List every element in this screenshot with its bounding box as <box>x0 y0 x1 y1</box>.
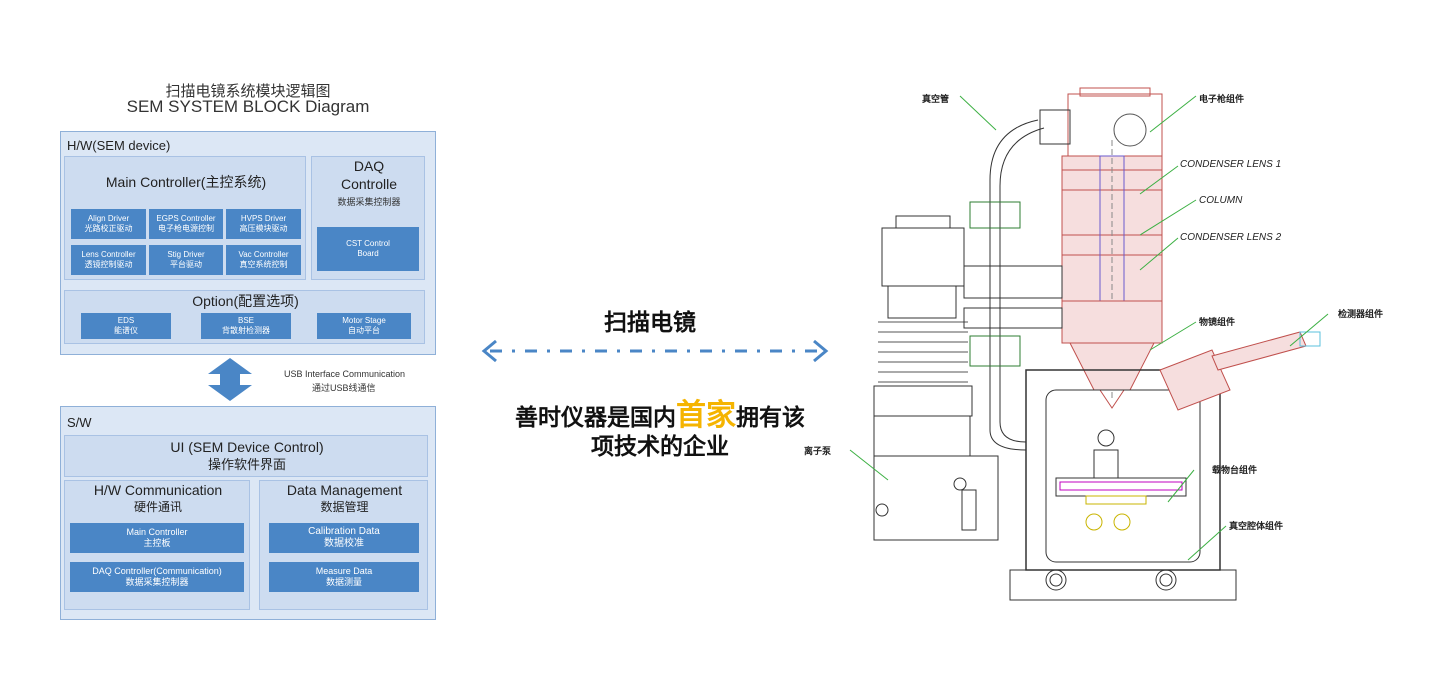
center-double-arrow <box>481 339 829 363</box>
label-stage: 载物台组件 <box>1212 465 1258 475</box>
daq-title-2: Controlle <box>340 176 398 192</box>
block-cn: 数据采集控制器 <box>125 577 189 587</box>
eds-block: EDS 能谱仪 <box>81 313 171 339</box>
label-objective: 物镜组件 <box>1199 317 1236 327</box>
block-cn: 能谱仪 <box>114 326 138 335</box>
stig-driver-block: Stig Driver 平台驱动 <box>149 245 223 275</box>
motor-stage-block: Motor Stage 自动平台 <box>317 313 411 339</box>
block-cn: 数据校准 <box>324 538 364 549</box>
block-cn: 主控板 <box>143 538 171 548</box>
block-en: Lens Controller <box>81 250 136 259</box>
block-en: Vac Controller <box>238 250 289 259</box>
sem-engineering-drawing <box>849 87 1329 601</box>
daq-panel: DAQ Controlle 数据采集控制器 CST Control Board <box>311 156 425 280</box>
egps-controller-block: EGPS Controller 电子枪电源控制 <box>149 209 223 239</box>
main-controller-title: Main Controller(主控系统) <box>105 174 267 190</box>
option-title: Option(配置选项) <box>192 293 299 309</box>
lens-controller-block: Lens Controller 透镜控制驱动 <box>71 245 146 275</box>
ui-title: UI (SEM Device Control) <box>170 439 324 455</box>
block-cn: 电子枪电源控制 <box>158 224 214 233</box>
measure-data-block: Measure Data 数据测量 <box>269 562 419 592</box>
block-en: Motor Stage <box>342 316 386 325</box>
daq-subtitle: 数据采集控制器 <box>337 197 401 207</box>
label-ion-pump: 离子泵 <box>804 446 832 456</box>
block-line1: CST Control <box>346 239 390 248</box>
label-vacuum-tube: 真空管 <box>922 94 950 104</box>
daq-title-1: DAQ <box>353 158 385 174</box>
data-mgmt-title: Data Management <box>286 482 403 498</box>
bse-block: BSE 背散射检测器 <box>201 313 291 339</box>
data-mgmt-subtitle: 数据管理 <box>320 500 369 514</box>
block-en: HVPS Driver <box>240 214 287 223</box>
hw-comm-subtitle: 硬件通讯 <box>133 500 182 514</box>
sw-section-label: S/W <box>67 415 92 430</box>
hw-comm-title: H/W Communication <box>93 482 223 498</box>
block-cn: 光路校正驱动 <box>84 224 133 233</box>
option-panel: Option(配置选项) EDS 能谱仪 BSE 背散射检测器 Motor St… <box>64 290 425 344</box>
align-driver-block: Align Driver 光路校正驱动 <box>71 209 146 239</box>
center-statement-line2: 项技术的企业 <box>591 433 729 459</box>
block-cn: 透镜控制驱动 <box>84 260 133 269</box>
statement-pre: 善时仪器是国内 <box>515 404 676 430</box>
main-controller-comm-block: Main Controller 主控板 <box>70 523 244 553</box>
hw-section: H/W(SEM device) Main Controller(主控系统) Al… <box>60 131 436 355</box>
block-en: DAQ Controller(Communication) <box>92 565 222 576</box>
ui-subtitle: 操作软件界面 <box>207 457 286 472</box>
label-condenser-lens-1: CONDENSER LENS 1 <box>1180 159 1282 170</box>
diagram-title-en: SEM SYSTEM BLOCK Diagram <box>126 97 370 116</box>
calibration-data-block: Calibration Data 数据校准 <box>269 523 419 553</box>
usb-double-arrow <box>208 358 252 401</box>
statement-post: 拥有该 <box>736 404 805 430</box>
block-en: Main Controller <box>126 526 188 537</box>
label-column: COLUMN <box>1199 195 1243 206</box>
label-electron-gun: 电子枪组件 <box>1199 94 1245 104</box>
label-detector: 检测器组件 <box>1338 309 1384 319</box>
block-cn: 数据测量 <box>325 577 362 587</box>
block-en: Calibration Data <box>308 525 380 537</box>
usb-label-cn: 通过USB线通信 <box>312 383 376 393</box>
diagram-title-cn: 扫描电镜系统模块逻辑图 <box>165 83 331 100</box>
hw-communication-panel: H/W Communication 硬件通讯 Main Controller 主… <box>64 480 250 610</box>
daq-controller-comm-block: DAQ Controller(Communication) 数据采集控制器 <box>70 562 244 592</box>
sw-section: S/W UI (SEM Device Control) 操作软件界面 H/W C… <box>60 406 436 620</box>
center-heading: 扫描电镜 <box>604 309 696 335</box>
block-en: Measure Data <box>315 565 373 576</box>
block-en: BSE <box>237 316 254 325</box>
block-en: Stig Driver <box>167 250 205 259</box>
block-en: EDS <box>117 316 135 325</box>
data-management-panel: Data Management 数据管理 Calibration Data 数据… <box>259 480 428 610</box>
center-statement-line1: 善时仪器是国内首家拥有该 <box>470 390 850 434</box>
usb-label-en: USB Interface Communication <box>284 369 406 379</box>
hvps-driver-block: HVPS Driver 高压模块驱动 <box>226 209 301 239</box>
block-cn: 高压模块驱动 <box>239 224 288 233</box>
main-controller-panel: Main Controller(主控系统) Align Driver 光路校正驱… <box>64 156 306 280</box>
label-condenser-lens-2: CONDENSER LENS 2 <box>1180 232 1282 243</box>
block-en: EGPS Controller <box>156 214 216 223</box>
block-cn: 自动平台 <box>348 326 380 335</box>
hw-section-label: H/W(SEM device) <box>67 138 171 153</box>
statement-highlight: 首家 <box>676 399 736 432</box>
block-line2: Board <box>357 249 379 258</box>
block-cn: 背散射检测器 <box>222 326 270 335</box>
block-cn: 真空系统控制 <box>239 260 288 269</box>
cst-control-board-block: CST Control Board <box>317 227 419 271</box>
block-en: Align Driver <box>87 214 130 223</box>
label-chamber: 真空腔体组件 <box>1229 521 1284 531</box>
ui-panel: UI (SEM Device Control) 操作软件界面 <box>64 435 428 477</box>
vac-controller-block: Vac Controller 真空系统控制 <box>226 245 301 275</box>
block-cn: 平台驱动 <box>170 260 202 269</box>
